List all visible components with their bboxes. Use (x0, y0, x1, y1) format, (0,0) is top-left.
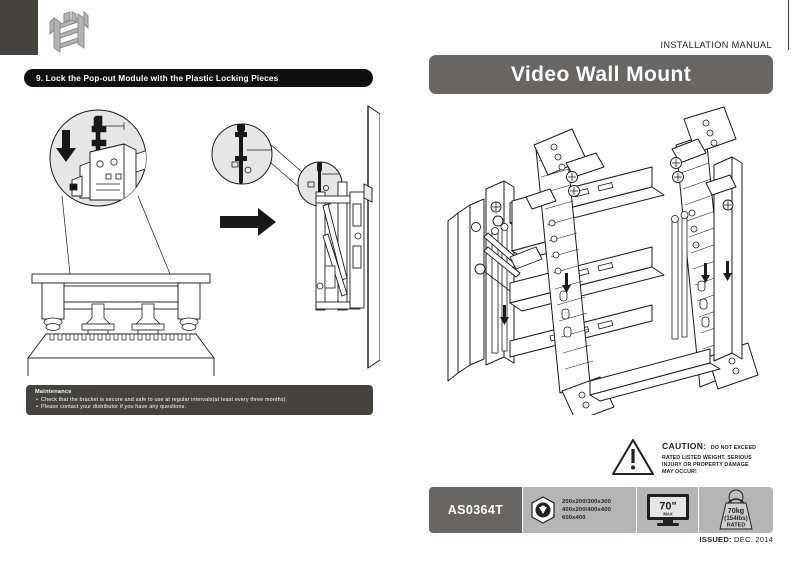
weight-rating-cell: 70kg (154lbs) RATED (699, 487, 773, 533)
vesa-line: 400x200/400x400 (562, 506, 612, 513)
caution-headline: CAUTION: DO NOT EXCEED (662, 436, 798, 454)
maintenance-item: •Please contact your distributor if you … (35, 404, 365, 411)
vesa-spec-cell: 200x200/300x300 400x200/400x400 600x400 (523, 487, 637, 533)
maintenance-item-text: Check that the bracket is secure and saf… (41, 396, 288, 403)
issued-value: DEC. 2014 (734, 535, 773, 544)
maintenance-item-text: Please contact your distributor if you h… (41, 403, 187, 410)
product-thumbnail-logo (49, 10, 89, 53)
product-illustration (447, 106, 759, 415)
screen-size-value: 70" (659, 501, 676, 513)
page-edge-rule (788, 0, 789, 50)
maintenance-note: Maintenance •Check that the bracket is s… (26, 385, 373, 415)
screen-size-qualifier: MAX (663, 512, 673, 517)
bullet-glyph: • (36, 396, 39, 403)
screen-size-cell: 70" MAX (637, 487, 699, 533)
step-illustration (27, 105, 380, 376)
page-title: Video Wall Mount (429, 55, 773, 94)
caution-body-line: RATED LISTED WEIGHT. SERIOUS (662, 454, 752, 461)
vesa-line: 200x200/300x300 (562, 498, 612, 505)
caution-lead: DO NOT EXCEED (710, 445, 757, 451)
tv-size-icon: 70" MAX (646, 494, 689, 526)
vesa-pattern-list: 200x200/300x300 400x200/400x400 600x400 (562, 498, 611, 523)
specification-bar: AS0364T 200x200/300x300 400x200/400x400 … (429, 487, 773, 533)
maintenance-item: •Check that the bracket is secure and sa… (35, 397, 365, 404)
caution-head-part1: CAUT (662, 441, 688, 451)
weight-icon: 70kg (154lbs) RATED (719, 489, 753, 530)
weight-lbs: (154lbs) (724, 515, 747, 522)
model-number: AS0364T (429, 487, 523, 533)
manual-kicker: INSTALLATION MANUAL (660, 40, 772, 50)
weight-kg: 70kg (728, 506, 744, 515)
caution-text-group: CAUTION: DO NOT EXCEED RATED LISTED WEIG… (662, 436, 798, 476)
corner-color-block (0, 0, 38, 55)
caution-head-part2: ION: (687, 441, 707, 451)
issued-date: ISSUED: DEC. 2014 (700, 535, 773, 544)
bullet-glyph: • (36, 403, 39, 410)
step-banner: 9. Lock the Pop-out Module with the Plas… (24, 69, 373, 87)
caution-block: CAUTION: DO NOT EXCEED RATED LISTED WEIG… (612, 436, 798, 480)
weight-rating: RATED (727, 523, 746, 529)
caution-body-line: INJURY OR PROPERTY DAMAGE (662, 461, 749, 468)
warning-triangle-icon (612, 439, 654, 475)
caution-body-line: MAY OCCUR! (662, 469, 697, 476)
vesa-line: 600x400 (562, 515, 586, 522)
step-arrow (220, 208, 276, 236)
maintenance-title: Maintenance (35, 389, 72, 395)
issued-label: ISSUED: (699, 535, 732, 544)
vesa-icon (531, 496, 555, 524)
